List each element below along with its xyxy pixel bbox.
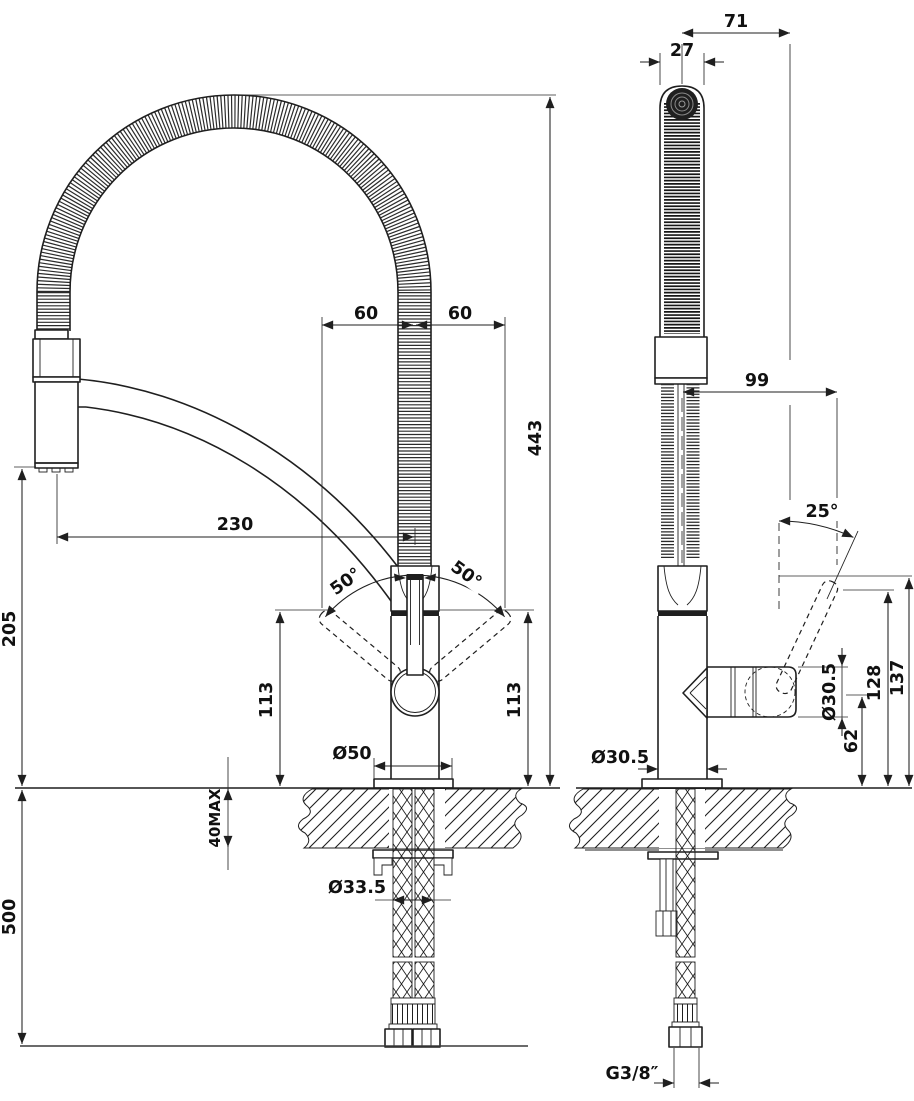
dim-dia305-body-label: Ø30.5 xyxy=(820,663,840,721)
angle-25-label: 25° xyxy=(805,502,838,522)
dim-128-label: 128 xyxy=(865,665,885,702)
countertop-front xyxy=(15,787,560,849)
dim-205-label: 205 xyxy=(0,611,20,648)
lever-handle-front xyxy=(390,574,440,717)
dim-60-left-label: 60 xyxy=(354,304,378,324)
supply-hoses-front xyxy=(372,788,454,1048)
lever-handle-side xyxy=(775,520,859,695)
dim-137-label: 137 xyxy=(888,660,908,697)
dim-71-label: 71 xyxy=(724,12,748,32)
dimension-labels: 60 60 443 230 205 500 113 113 50° 50° 40… xyxy=(0,12,908,1084)
stud-nut xyxy=(655,910,678,937)
spout-and-housing-side xyxy=(682,666,797,719)
spray-head-side xyxy=(654,85,708,385)
faucet-body-side xyxy=(641,616,723,789)
dim-60-right-label: 60 xyxy=(448,304,472,324)
dim-62-label: 62 xyxy=(842,729,862,753)
dim-g38-thread-label: G3/8″ xyxy=(606,1064,659,1084)
spray-head-front xyxy=(32,329,81,473)
dim-500-label: 500 xyxy=(0,899,20,936)
hose-drop-side xyxy=(657,384,708,616)
hex-nut xyxy=(668,1026,703,1048)
dim-dia335-label: Ø33.5 xyxy=(328,878,386,898)
dim-99-label: 99 xyxy=(745,371,769,391)
dim-113-left-label: 113 xyxy=(257,682,277,719)
dim-dia50-label: Ø50 xyxy=(332,744,371,764)
dim-27-label: 27 xyxy=(670,41,694,61)
dim-40max-label: 40MAX xyxy=(206,788,224,847)
dim-dia305-base-label: Ø30.5 xyxy=(591,748,649,768)
side-view xyxy=(569,85,912,1048)
hex-nut xyxy=(384,1028,413,1048)
dim-230-label: 230 xyxy=(217,515,254,535)
dim-113-right-label: 113 xyxy=(505,682,525,719)
countertop-side xyxy=(569,787,912,851)
locknut-front xyxy=(372,849,454,859)
base-flange-side xyxy=(641,778,723,789)
spring-hose-arch xyxy=(36,94,432,566)
supply-hose-side xyxy=(647,788,719,1048)
dimension-lines xyxy=(14,28,914,1088)
front-view xyxy=(15,94,560,1048)
dim-443-label: 443 xyxy=(526,420,546,457)
mounting-stud xyxy=(659,858,674,912)
hex-nut xyxy=(412,1028,441,1048)
base-flange-front xyxy=(373,778,454,789)
